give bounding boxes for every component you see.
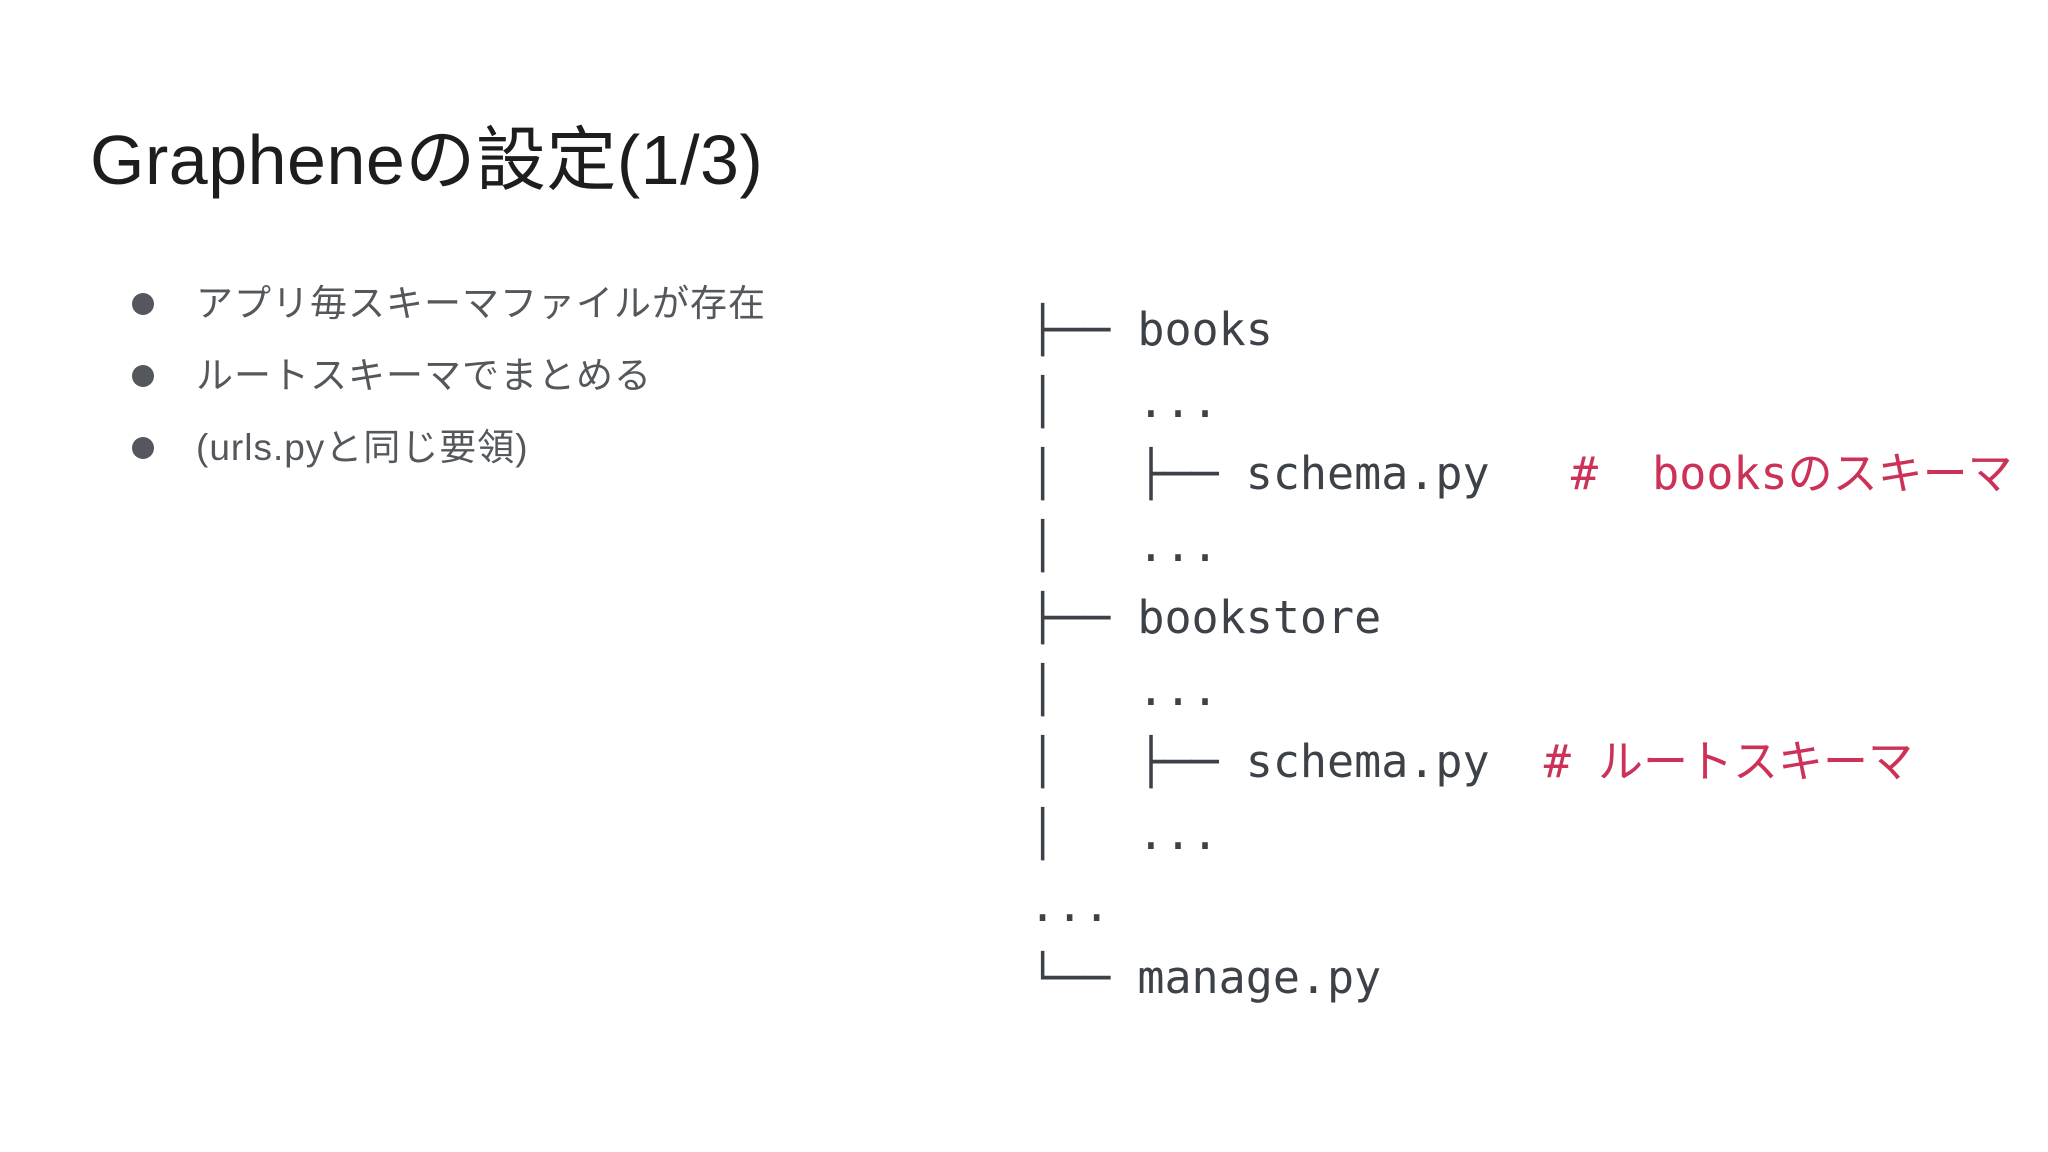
tree-line-text: │ ├── schema.py — [1029, 447, 1571, 500]
tree-comment: # booksのスキーマ — [1570, 447, 2013, 500]
bullet-item: アプリ毎スキーマファイルが存在 — [122, 268, 766, 340]
tree-line: │ ├── schema.py # booksのスキーマ — [1029, 438, 2013, 510]
tree-line: │ ├── schema.py # ルートスキーマ — [1029, 726, 2013, 798]
tree-comment: # ルートスキーマ — [1543, 735, 1913, 788]
bullet-dot-icon — [132, 365, 154, 387]
bullet-dot-icon — [132, 437, 154, 459]
bullet-list: アプリ毎スキーマファイルが存在ルートスキーマでまとめる (urls.pyと同じ要領… — [122, 268, 766, 484]
tree-line-text: ├── bookstore — [1029, 591, 1382, 644]
tree-line: │ ... — [1029, 654, 2013, 726]
tree-line-text: │ ... — [1029, 663, 1219, 716]
tree-line: │ ... — [1029, 510, 2013, 582]
tree-line-text: │ ... — [1029, 375, 1219, 428]
file-tree: ├── books │ ... │ ├── schema.py # booksのスキ… — [1029, 294, 2013, 1014]
tree-line: └── manage.py — [1029, 942, 2013, 1014]
bullet-dot-icon — [132, 293, 154, 315]
tree-line: │ ... — [1029, 798, 2013, 870]
slide-title: Grapheneの設定(1/3) — [90, 121, 764, 199]
tree-line-text: └── manage.py — [1029, 951, 1382, 1004]
bullet-item: ルートスキーマでまとめる — [122, 340, 766, 412]
tree-line-text: ├── books — [1029, 303, 1273, 356]
tree-line: ├── bookstore — [1029, 582, 2013, 654]
tree-line: ├── books — [1029, 294, 2013, 366]
tree-line: │ ... — [1029, 366, 2013, 438]
tree-line-text: │ ├── schema.py — [1029, 735, 1544, 788]
bullet-label: ルートスキーマでまとめる — [196, 355, 652, 396]
bullet-item: (urls.pyと同じ要領) — [122, 412, 766, 484]
bullet-label: (urls.pyと同じ要領) — [196, 427, 529, 468]
tree-line-text: ... — [1029, 879, 1111, 932]
tree-line: ... — [1029, 870, 2013, 942]
bullet-label: アプリ毎スキーマファイルが存在 — [196, 283, 766, 324]
tree-line-text: │ ... — [1029, 807, 1219, 860]
tree-line-text: │ ... — [1029, 519, 1219, 572]
